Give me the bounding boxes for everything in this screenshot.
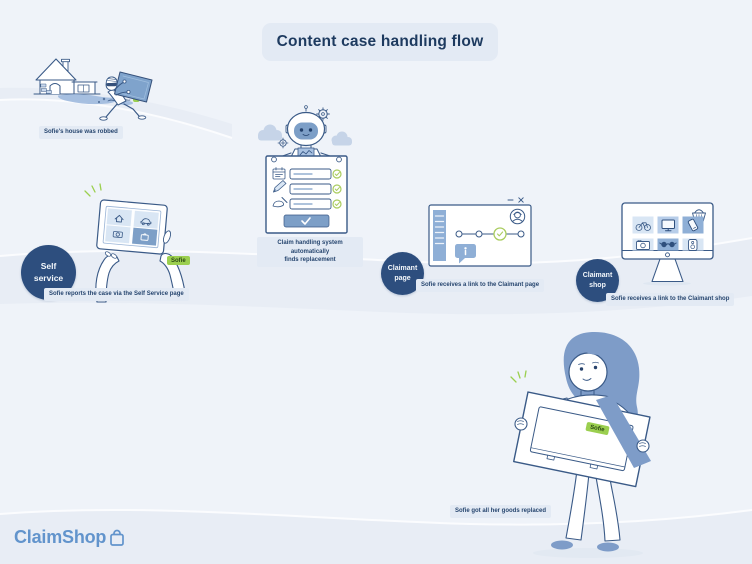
- scene-claimant-shop: [621, 202, 714, 286]
- claimshop-logo: ClaimShop: [14, 527, 125, 548]
- caption-delivery: Sofie got all her goods replaced: [450, 505, 552, 518]
- scene-claimant-page: [428, 197, 532, 267]
- gear-icon: [316, 107, 330, 121]
- bangs: [569, 343, 610, 366]
- left-shoe: [551, 540, 573, 550]
- tablet: [96, 199, 168, 255]
- sofie-tag: Sofie: [167, 256, 190, 265]
- shopping-bag-icon: [110, 529, 125, 546]
- background-waves: [0, 87, 752, 564]
- robber-mask: [106, 83, 117, 87]
- caption-claimant-shop: Sofie receives a link to the Claimant sh…: [606, 293, 735, 306]
- camera-icon: [636, 240, 650, 250]
- house-icon: [114, 214, 124, 223]
- scene-claim-system: [258, 105, 352, 234]
- left-leg: [565, 469, 590, 541]
- face: [568, 352, 608, 392]
- caption-robbery: Sofie's house was robbed: [39, 126, 123, 139]
- checklist-board: [265, 155, 348, 234]
- caption-self-service: Sofie reports the case via the Self Serv…: [44, 288, 189, 301]
- confirm-button: [283, 214, 330, 228]
- caption-line: finds replacement: [284, 257, 336, 264]
- badge-line: Self: [40, 261, 57, 272]
- badge-line: service: [33, 272, 64, 283]
- sparkle-icon: [84, 183, 102, 197]
- right-shoe: [597, 542, 619, 552]
- cloud-left: [258, 124, 282, 141]
- caption-line: Claim handling system automatically: [277, 240, 343, 255]
- speaker-icon: [688, 239, 698, 251]
- badge-line: page: [394, 274, 411, 282]
- bag-icon: [140, 233, 149, 241]
- progress-stepper: [455, 227, 525, 241]
- bicycle-icon: [635, 222, 651, 231]
- caption-claimant-page: Sofie receives a link to the Claimant pa…: [416, 279, 545, 292]
- tv-icon: [661, 219, 675, 232]
- scene-robbery: [33, 58, 153, 121]
- badge-line: Claimant: [387, 265, 418, 273]
- glasses-icon: [659, 241, 677, 248]
- check-icon: [301, 217, 311, 225]
- writing-hand-icon: [272, 197, 288, 208]
- status-check-icon: [332, 169, 342, 179]
- sash: [596, 395, 651, 468]
- right-leg: [595, 476, 621, 542]
- status-check-icon: [332, 184, 342, 194]
- camera-icon: [112, 231, 123, 239]
- scene-delivery: [510, 331, 651, 558]
- sidebar-menu-lines: [434, 215, 445, 245]
- cloud-right: [331, 131, 352, 146]
- car-icon: [140, 218, 152, 226]
- support-avatar-icon: [509, 208, 526, 225]
- calendar-icon: [272, 167, 286, 180]
- close-icon: [518, 197, 524, 203]
- info-speech-bubble: [455, 244, 476, 264]
- caption-claim-system: Claim handling system automatically find…: [257, 237, 363, 268]
- badge-line: Claimant: [582, 272, 613, 280]
- window-controls: [507, 197, 524, 203]
- page-title: Content case handling flow: [262, 23, 498, 61]
- window-sidebar: [433, 210, 446, 261]
- logo-text: ClaimShop: [14, 527, 107, 547]
- gear-icon: [277, 137, 289, 149]
- robot-face: [294, 122, 318, 140]
- status-check-icon: [332, 199, 342, 209]
- scene-self-service: [84, 183, 187, 303]
- step-complete-icon: [493, 227, 507, 241]
- robber-illustration: [99, 71, 153, 121]
- pencil-icon: [273, 180, 287, 193]
- badge-line: shop: [589, 281, 606, 289]
- sparkle-icon: [510, 370, 527, 383]
- house-illustration: [35, 58, 98, 95]
- phone-icon: [687, 218, 699, 232]
